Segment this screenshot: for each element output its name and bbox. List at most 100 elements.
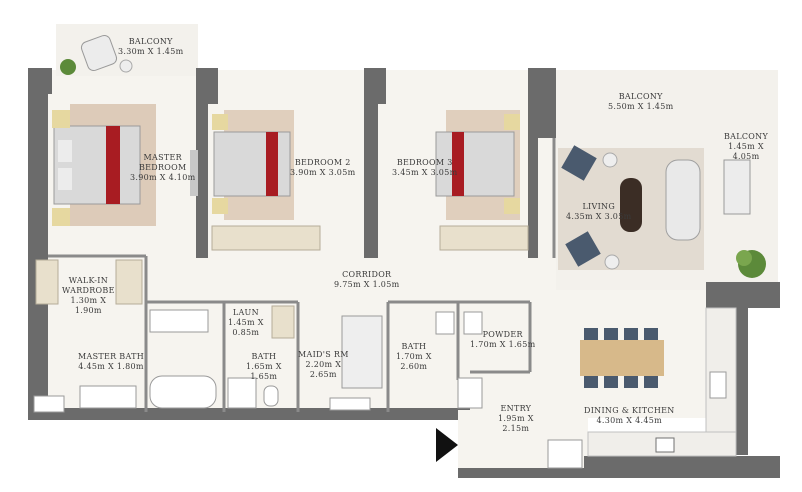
room-dims: 1.65m X <box>246 362 282 371</box>
label-bedroom2: BEDROOM 2 3.90m X 3.05m <box>290 158 355 178</box>
entry-fixtures <box>436 428 583 469</box>
room-dims: 1.95m X <box>498 414 534 423</box>
wall-right-side <box>706 282 780 308</box>
label-laundry: LAUN 1.45m X 0.85m <box>228 308 264 338</box>
room-dims: 3.90m X 4.10m <box>130 173 196 182</box>
label-bedroom3: BEDROOM 3 3.45m X 3.05m <box>392 158 457 178</box>
bed-b3 <box>435 131 515 197</box>
wardrobe-fittings <box>35 259 143 305</box>
room-dims-2: 0.85m <box>232 328 260 337</box>
bed-throw-b2 <box>266 132 278 196</box>
label-dining-kitchen: DINING & KITCHEN 4.30m X 4.45m <box>584 406 675 426</box>
living-furniture <box>558 145 704 270</box>
walls <box>28 68 780 478</box>
room-name: ENTRY <box>500 404 532 413</box>
room-name-2: WARDROBE <box>62 286 115 295</box>
room-dims-2: 2.60m <box>400 362 428 371</box>
wardrobe-master <box>190 150 198 196</box>
room-dims-2: 2.65m <box>309 370 337 379</box>
bed-throw-master <box>106 126 120 204</box>
armchair-2 <box>565 231 601 267</box>
room-dims: 2.20m X <box>305 360 342 369</box>
room-dims: 1.70m X 1.65m <box>470 340 536 349</box>
bed-throw-b3 <box>452 132 464 196</box>
label-bath: BATH 1.70m X 2.60m <box>396 342 432 372</box>
label-balcony-right: BALCONY 5.50m X 1.45m <box>608 92 673 112</box>
side-table-2 <box>604 254 620 270</box>
bed-master <box>53 125 141 205</box>
room-dims: 1.70m X <box>396 352 432 361</box>
room-name: BATH <box>401 342 427 351</box>
wall-left <box>28 68 48 418</box>
wall-col1 <box>196 68 208 258</box>
label-master-bath: MASTER BATH 4.45m X 1.80m <box>78 352 144 372</box>
label-maids-room: MAID'S RM 2.20m X 2.65m <box>298 350 349 380</box>
coffee-table <box>620 178 642 232</box>
label-balcony-side: BALCONY 1.45m X 4.05m <box>724 132 768 162</box>
room-dims-2: 1.65m <box>250 372 278 381</box>
wall-col3 <box>534 68 556 138</box>
room-name: MASTER BATH <box>78 352 145 361</box>
wardrobe-b2 <box>211 225 321 251</box>
room-name: MASTER <box>143 153 182 162</box>
label-balcony-top: BALCONY 3.30m X 1.45m <box>118 37 183 57</box>
wall-top-left <box>28 68 52 94</box>
label-entry: ENTRY 1.95m X 2.15m <box>498 404 534 434</box>
room-name: BALCONY <box>724 132 769 141</box>
room-name: MAID'S RM <box>298 350 349 359</box>
room-dims: 3.45m X 3.05m <box>392 168 458 177</box>
pillow-m2 <box>58 168 72 190</box>
maids-room-furniture <box>329 315 383 411</box>
wall-bottom <box>28 408 458 420</box>
side-table <box>602 152 618 168</box>
room-name: CORRIDOR <box>342 270 392 279</box>
wall-col2b <box>364 68 378 258</box>
cooktop <box>655 437 675 453</box>
bed-b2 <box>213 131 291 197</box>
pillow-m1 <box>58 140 72 162</box>
wall-entry-bottom <box>458 468 588 478</box>
nightstand-m2 <box>52 208 70 226</box>
bath-small-fixtures <box>227 305 295 409</box>
room-name: BATH <box>251 352 277 361</box>
room-dims: 3.30m X 1.45m <box>118 47 184 56</box>
nightstand-b3a <box>504 114 520 130</box>
wall-col3b <box>528 68 538 258</box>
room-dims: 4.30m X 4.45m <box>596 416 663 425</box>
room-dims: 3.90m X 3.05m <box>290 168 356 177</box>
armchair-1 <box>561 145 597 181</box>
wall-bottom-right <box>584 456 780 478</box>
master-bath-fixtures <box>33 309 217 413</box>
room-dims: 9.75m X 1.05m <box>334 280 400 289</box>
master-bedroom-furniture <box>52 104 198 226</box>
dining-table <box>580 340 664 376</box>
room-dims: 5.50m X 1.45m <box>608 102 674 111</box>
room-dims: 1.45m X <box>228 318 264 327</box>
label-powder: POWDER 1.70m X 1.65m <box>470 330 535 350</box>
room-dims: 1.30m X <box>70 296 107 305</box>
wardrobe-b3 <box>439 225 529 251</box>
label-living: LIVING 4.35m X 3.05m <box>566 202 631 222</box>
room-name: BEDROOM 2 <box>294 158 351 167</box>
partitions <box>48 138 556 412</box>
bedroom3-furniture <box>435 110 529 251</box>
room-name: WALK-IN <box>68 276 109 285</box>
room-dims: 4.35m X 3.05m <box>566 212 632 221</box>
room-dims-2: 4.05m <box>732 152 760 161</box>
wall-right-lower <box>736 305 748 455</box>
room-name: LIVING <box>582 202 616 211</box>
nightstand-b2b <box>212 198 228 214</box>
room-dims: 4.45m X 1.80m <box>78 362 144 371</box>
bath-fixtures <box>435 311 483 409</box>
sink <box>709 371 727 399</box>
room-dims-2: 2.15m <box>502 424 530 433</box>
room-dims-2: 1.90m <box>74 306 102 315</box>
label-bath-small: BATH 1.65m X 1.65m <box>246 352 282 382</box>
room-name: BALCONY <box>618 92 663 101</box>
room-name-2: BEDROOM <box>138 163 187 172</box>
room-name: POWDER <box>482 330 523 339</box>
label-master-bedroom: MASTER BEDROOM 3.90m X 4.10m <box>130 153 195 183</box>
nightstand-b3b <box>504 198 520 214</box>
room-name: BALCONY <box>128 37 173 46</box>
